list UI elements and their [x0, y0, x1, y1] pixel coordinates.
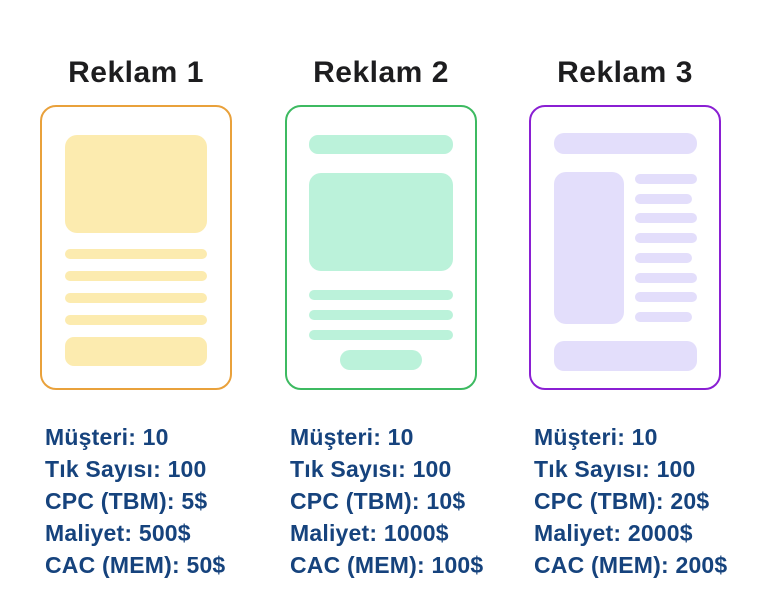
stat-musteri: Müşteri: 10: [45, 424, 169, 450]
text-line-placeholder: [635, 272, 697, 283]
ad-stats-3: Müşteri: 10 Tık Sayısı: 100 CPC (TBM): 2…: [529, 421, 728, 581]
ad-stats-1: Müşteri: 10 Tık Sayısı: 100 CPC (TBM): 5…: [40, 421, 232, 581]
text-line-placeholder: [309, 330, 453, 340]
ad-card-1: [40, 105, 232, 390]
stat-maliyet: Maliyet: 500$: [45, 520, 191, 546]
image-placeholder: [554, 172, 624, 324]
text-line-placeholder: [635, 193, 693, 204]
text-line-placeholder: [635, 292, 697, 303]
text-line-placeholder: [65, 249, 207, 259]
text-line-placeholder: [635, 311, 693, 322]
ad-title-2: Reklam 2: [313, 56, 449, 89]
ad-column-2: Reklam 2 Müşteri: 10 Tık Sayısı: 100 CPC…: [285, 55, 484, 581]
card-body-row: [554, 172, 697, 324]
button-placeholder: [340, 350, 422, 370]
image-placeholder: [309, 173, 453, 271]
ad-card-3: [529, 105, 721, 390]
ad-title-3: Reklam 3: [557, 56, 693, 89]
image-placeholder: [65, 135, 207, 233]
text-line-placeholder: [309, 290, 453, 300]
text-line-placeholder: [635, 174, 697, 184]
stat-maliyet: Maliyet: 1000$: [290, 520, 449, 546]
ad-stats-2: Müşteri: 10 Tık Sayısı: 100 CPC (TBM): 1…: [285, 421, 484, 581]
text-line-placeholder: [635, 213, 697, 224]
header-placeholder: [554, 133, 697, 154]
text-line-placeholder: [65, 293, 207, 303]
footer-placeholder: [554, 341, 697, 371]
stat-musteri: Müşteri: 10: [534, 424, 658, 450]
ad-column-1: Reklam 1 Müşteri: 10 Tık Sayısı: 100 CPC…: [40, 55, 232, 581]
text-column-placeholder: [635, 172, 697, 324]
text-line-placeholder: [65, 315, 207, 325]
ad-card-2: [285, 105, 477, 390]
ad-title-1: Reklam 1: [68, 56, 204, 89]
text-line-placeholder: [635, 233, 697, 244]
stat-cpc: CPC (TBM): 5$: [45, 488, 208, 514]
text-line-placeholder: [309, 310, 453, 320]
text-line-placeholder: [635, 252, 693, 263]
stat-musteri: Müşteri: 10: [290, 424, 414, 450]
stat-tik-sayisi: Tık Sayısı: 100: [534, 456, 696, 482]
stat-cpc: CPC (TBM): 20$: [534, 488, 710, 514]
stat-maliyet: Maliyet: 2000$: [534, 520, 693, 546]
stat-cpc: CPC (TBM): 10$: [290, 488, 466, 514]
stat-cac: CAC (MEM): 200$: [534, 552, 728, 578]
button-placeholder: [65, 337, 207, 366]
stat-tik-sayisi: Tık Sayısı: 100: [45, 456, 207, 482]
header-placeholder: [309, 135, 453, 154]
ad-column-3: Reklam 3 Müşteri: 10 Tık Sayısı: 100 CPC…: [529, 55, 728, 581]
text-line-placeholder: [65, 271, 207, 281]
stat-tik-sayisi: Tık Sayısı: 100: [290, 456, 452, 482]
stat-cac: CAC (MEM): 50$: [45, 552, 226, 578]
stat-cac: CAC (MEM): 100$: [290, 552, 484, 578]
